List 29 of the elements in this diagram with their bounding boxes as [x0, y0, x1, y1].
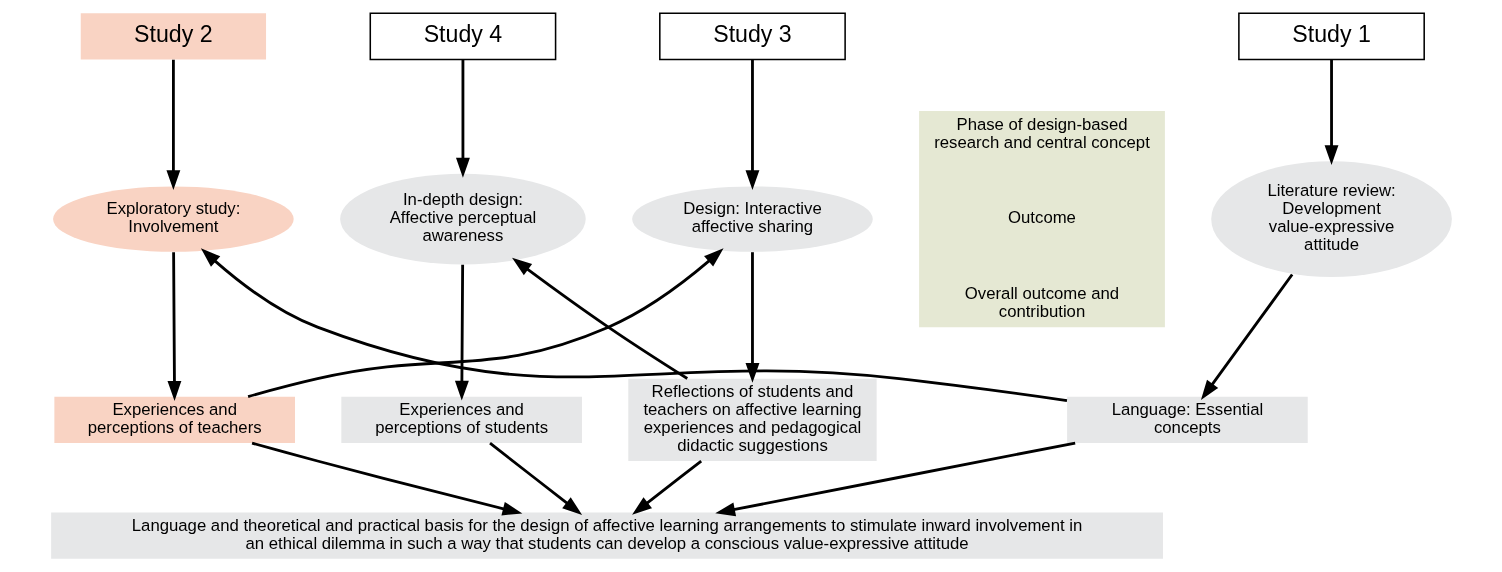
- node-ellipse: Design: Interactive affective sharing: [631, 186, 873, 252]
- node-box: Language and theoretical and practical basis for the design of affective learning arrangements to stimulate inward involvement in an ethical dilemma in such a way that students can develop a conscious value-expressive attitude: [50, 512, 1163, 559]
- arrow: [247, 248, 724, 398]
- arrow: [1324, 59, 1338, 165]
- node-ellipse: Literature review: Development value-expressive attitude: [1210, 161, 1452, 277]
- arrow: [165, 59, 180, 191]
- node-ellipse: Exploratory study: Involvement: [52, 186, 294, 252]
- arrow: [714, 441, 1075, 517]
- node-box: Experiences and perceptions of teachers: [53, 396, 295, 443]
- node-box: Study 2: [80, 13, 266, 60]
- arrow: [251, 441, 522, 516]
- arrow: [200, 248, 1067, 402]
- arrow: [745, 59, 759, 191]
- arrow: [745, 252, 759, 383]
- node-ellipse: In-depth design: Affective perceptual awareness: [339, 173, 586, 265]
- arrow: [455, 59, 470, 178]
- arrow: [454, 264, 469, 401]
- node-box: Phase of design-based research and central concept Outcome Overall outcome and contribution: [918, 111, 1165, 328]
- arrow: [1200, 273, 1293, 400]
- arrow: [167, 252, 181, 401]
- node-box: Study 1: [1237, 12, 1425, 61]
- arrow: [511, 257, 688, 380]
- node-box: Experiences and perceptions of students: [340, 396, 582, 443]
- node-box: Study 3: [658, 12, 846, 61]
- node-box: Reflections of students and teachers on affective learning experiences and pedagogical didactic suggestions: [627, 378, 877, 461]
- arrow: [488, 442, 582, 515]
- node-box: Study 4: [369, 12, 556, 61]
- arrow: [631, 459, 702, 515]
- node-box: Language: Essential concepts: [1066, 396, 1308, 443]
